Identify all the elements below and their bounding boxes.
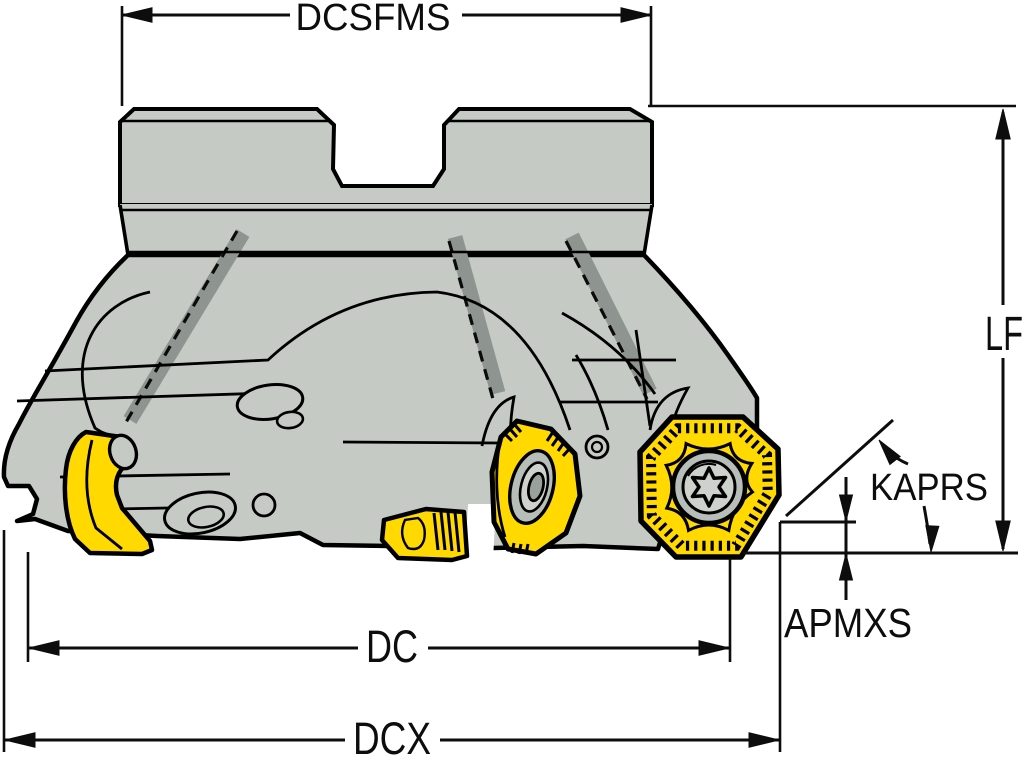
coolant-stripe: [123, 229, 250, 424]
dim-label-kaprs: KAPRS: [870, 467, 988, 509]
coolant-centerlines: [123, 230, 649, 425]
dim-lf: [648, 104, 1018, 555]
dim-label-dcx: DCX: [353, 713, 431, 757]
body-oval-recess-small: [275, 410, 305, 430]
insert-slot-gap: [464, 504, 497, 562]
body-holes: [163, 383, 610, 536]
screw-highlight-arc: [687, 462, 717, 477]
pocket-screw-hole-inner: [590, 440, 604, 454]
insert-octagonal-serration-ring: [645, 423, 773, 551]
insert-middle-serrations: [495, 424, 573, 555]
dim-label-apmxs: APMXS: [784, 600, 912, 646]
dim-label-lf: LF: [985, 308, 1023, 361]
bottom-hole-inner: [186, 505, 226, 529]
coolant-stripe: [565, 232, 657, 396]
shank-block: [118, 107, 654, 207]
coolant-stripe: [447, 235, 506, 395]
dim-label-dcsfms: DCSFMS: [296, 0, 451, 39]
dim-dc: [26, 552, 732, 662]
dim-dcx: [2, 522, 782, 752]
dim-label-dc: DC: [366, 621, 418, 672]
body-oval-recess: [235, 383, 305, 421]
coolant-stripes: [123, 229, 657, 424]
insert-octagonal-face-contour: [663, 441, 755, 533]
torx-socket-icon: [690, 466, 728, 508]
collar-band: [120, 204, 652, 257]
pocket-screw-hole: [251, 492, 277, 518]
dimension-labels: DCSFMS LF KAPRS APMXS DC DCX: [296, 0, 1024, 757]
dim-kaprs: [784, 418, 940, 553]
torx-screw: [670, 448, 748, 526]
insert-bottom-strip-serrations: [400, 511, 461, 553]
insert-left-hole: [107, 433, 139, 471]
dimensions: [2, 6, 1018, 752]
body-edge-lines: [118, 119, 654, 256]
insert-middle-screw-glimpse: [527, 471, 545, 503]
dim-apmxs: [780, 477, 856, 600]
insert-left-face-line: [85, 439, 123, 551]
inserts: [62, 414, 782, 563]
dim-dcsfms: [120, 6, 653, 106]
